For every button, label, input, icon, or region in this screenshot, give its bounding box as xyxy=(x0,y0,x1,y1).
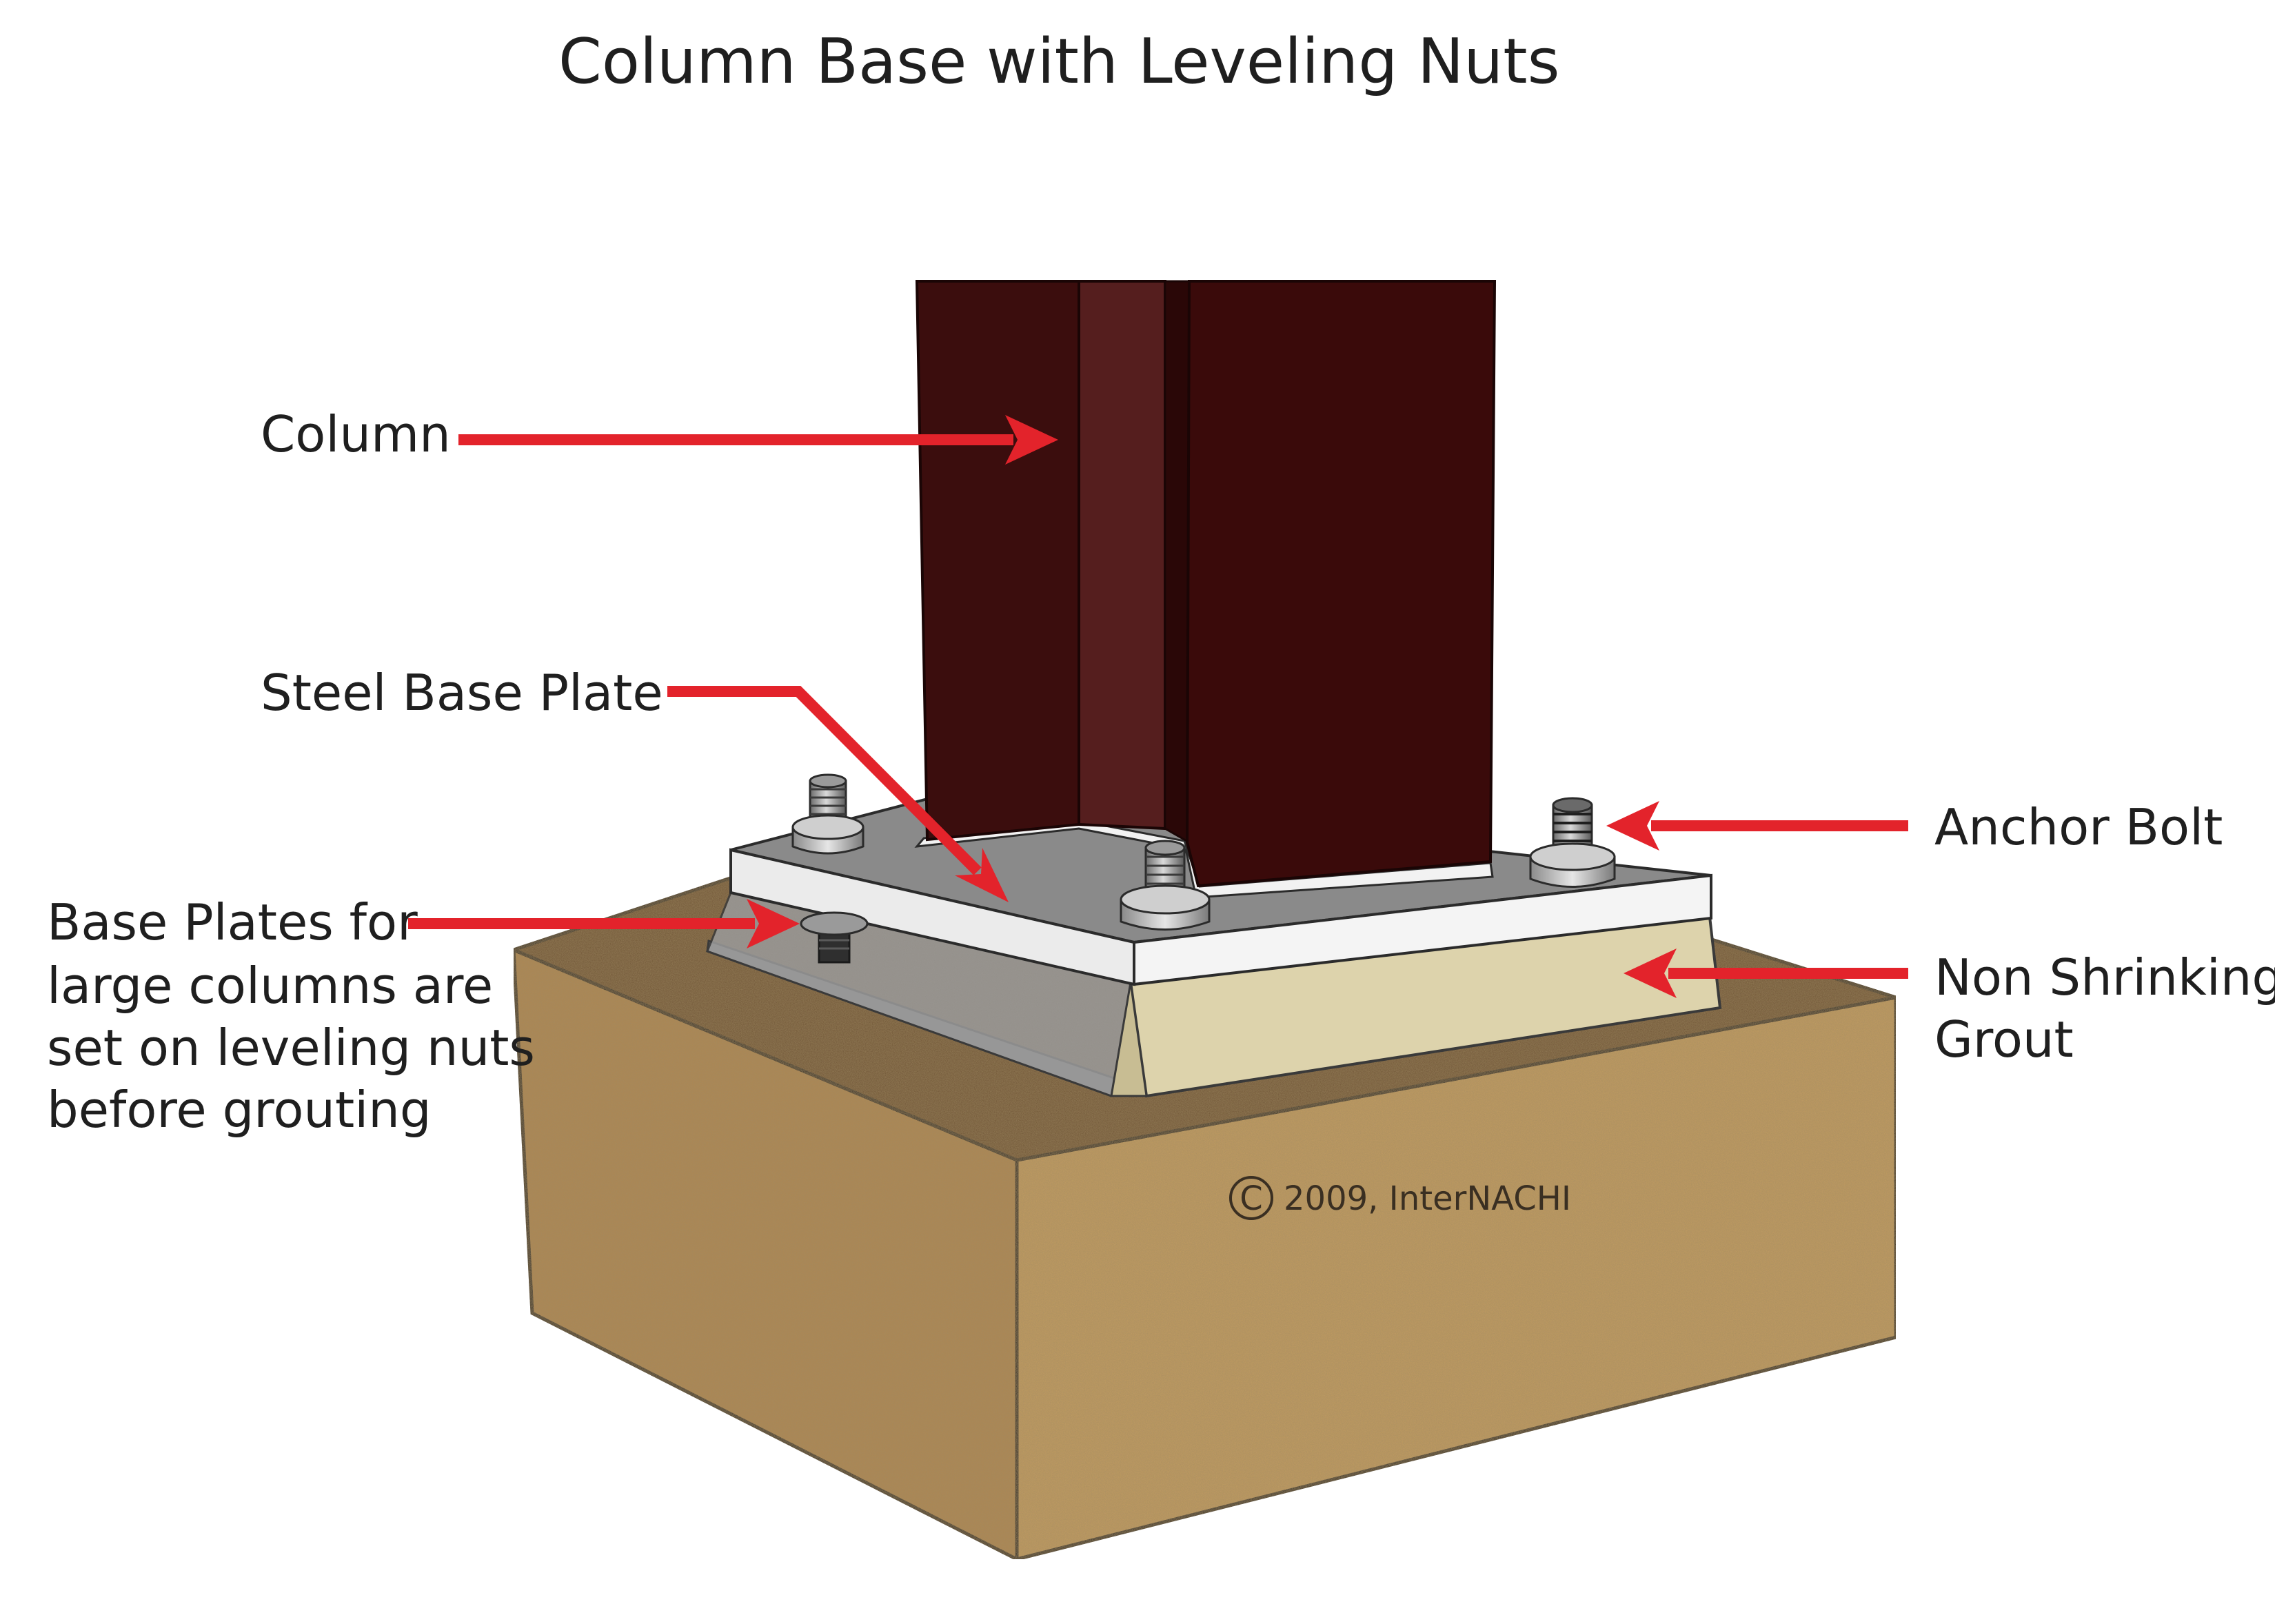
anchor-bolt-right xyxy=(1529,797,1616,888)
column-web xyxy=(1078,280,1166,831)
red-arrow-icon xyxy=(1624,948,1677,998)
bolt-thread-lines xyxy=(1553,813,1592,851)
leveling-nut-body xyxy=(800,911,869,936)
anchor-bolt-back-left xyxy=(791,773,865,855)
copyright-symbol: C xyxy=(1240,1179,1263,1218)
bolt-tip xyxy=(1552,797,1593,813)
nut-top xyxy=(1529,842,1616,871)
page-title: Column Base with Leveling Nuts xyxy=(558,26,1559,98)
copyright-icon xyxy=(1229,1176,1273,1220)
arrow-plate-shaft xyxy=(667,686,982,875)
arrow-steel-base-plate xyxy=(667,686,1009,902)
nut-top xyxy=(791,814,865,840)
column-left-flange xyxy=(915,280,1080,842)
label-column: Column xyxy=(261,405,451,463)
column-right-flange xyxy=(1185,280,1497,888)
label-grout: Non Shrinking Grout xyxy=(1934,948,2275,1068)
leveling-nut xyxy=(800,911,869,964)
grout-pad xyxy=(706,891,1722,1098)
nut-top xyxy=(1120,884,1211,915)
label-anchor-bolt: Anchor Bolt xyxy=(1934,798,2223,856)
leveling-note-line-4: before grouting xyxy=(47,1081,432,1139)
column-web-edge xyxy=(1164,280,1191,844)
bolt-thread-lines xyxy=(810,788,846,815)
grout-corner-bevel xyxy=(1110,982,1148,1097)
arrow-anchor-bolt xyxy=(1606,801,1908,851)
red-arrow-icon xyxy=(1606,801,1659,851)
bolt-thread-lines xyxy=(1146,855,1184,885)
label-steel-base-plate: Steel Base Plate xyxy=(261,664,663,722)
arrow-grout xyxy=(1624,948,1908,998)
arrow-leveling-nut xyxy=(408,899,800,948)
steel-column xyxy=(914,280,1497,899)
copyright-text: 2009, InterNACHI xyxy=(1284,1179,1571,1218)
bolt-tip xyxy=(1144,840,1186,856)
leveling-note-line-2: large columns are xyxy=(47,957,493,1015)
red-arrow-icon xyxy=(747,899,800,948)
anchor-bolt-front xyxy=(1120,840,1211,931)
arrow-column xyxy=(458,415,1058,465)
grout-line-2: Grout xyxy=(1934,1011,2074,1068)
plate-right-edge xyxy=(1133,873,1712,986)
leveling-note-line-1: Base Plates for xyxy=(47,893,418,951)
red-arrow-icon xyxy=(955,848,1009,902)
red-arrow-icon xyxy=(1005,415,1058,465)
leveling-note-line-3: set on leveling nuts xyxy=(47,1019,535,1077)
bolt-tip xyxy=(809,773,847,789)
copyright-notice: C 2009, InterNACHI xyxy=(1229,1176,1571,1220)
grout-line-1: Non Shrinking xyxy=(1934,948,2275,1006)
label-leveling-note: Base Plates for large columns are set on… xyxy=(47,893,551,1139)
